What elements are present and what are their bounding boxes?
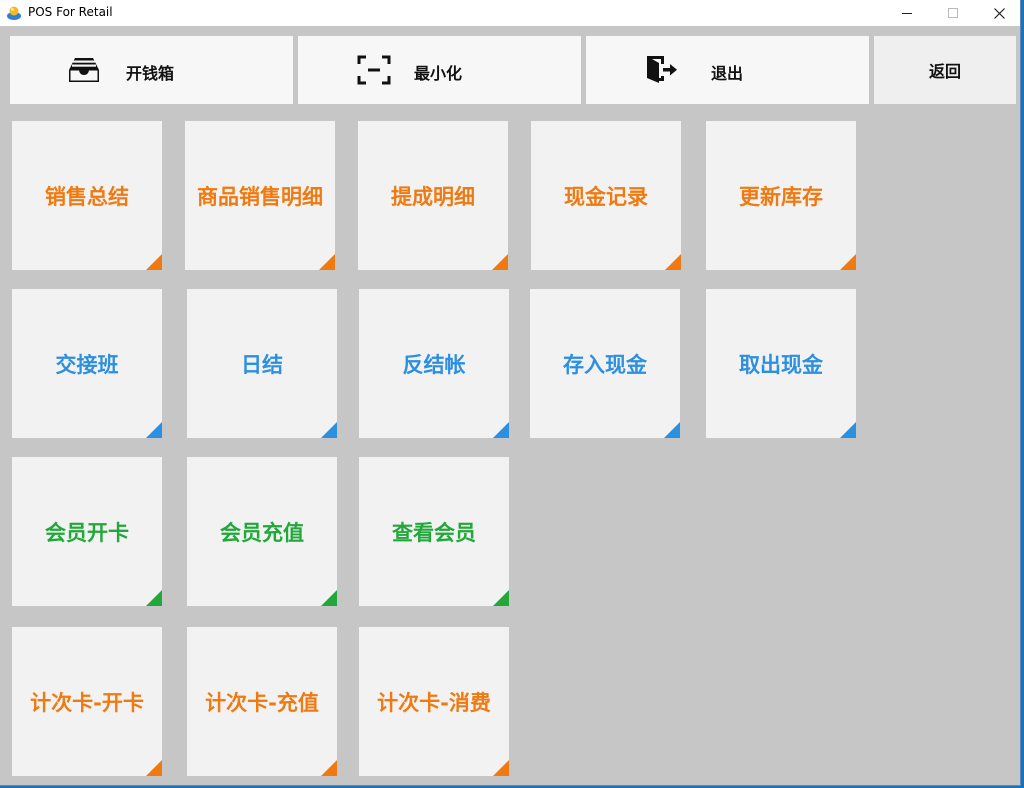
fullscreen-exit-icon: [357, 55, 391, 85]
corner-marker: [321, 760, 337, 776]
corner-marker: [319, 254, 335, 270]
tile-label: 更新库存: [739, 184, 823, 209]
corner-marker: [493, 422, 509, 438]
window-title: POS For Retail: [28, 5, 113, 19]
tile-label: 计次卡-开卡: [30, 690, 144, 715]
exit-door-icon: [647, 56, 677, 83]
corner-marker: [840, 254, 856, 270]
tile-product-sales-detail[interactable]: 商品销售明细: [185, 121, 335, 270]
corner-marker: [664, 422, 680, 438]
tile-label: 会员充值: [220, 520, 304, 545]
corner-marker: [321, 590, 337, 606]
title-bar: POS For Retail: [0, 0, 1020, 26]
corner-marker: [665, 254, 681, 270]
window-minimize-button[interactable]: [884, 0, 930, 26]
tile-withdraw-cash[interactable]: 取出现金: [706, 289, 856, 438]
tile-reverse-checkout[interactable]: 反结帐: [359, 289, 509, 438]
tile-daily-close[interactable]: 日结: [187, 289, 337, 438]
corner-marker: [146, 760, 162, 776]
tile-count-card-open[interactable]: 计次卡-开卡: [12, 627, 162, 776]
tile-label: 交接班: [55, 352, 119, 377]
tile-label: 计次卡-消费: [377, 690, 491, 715]
app-icon: [7, 6, 21, 20]
minimize-app-label: 最小化: [414, 64, 463, 83]
corner-marker: [146, 422, 162, 438]
corner-marker: [146, 254, 162, 270]
exit-button[interactable]: 退出: [586, 36, 869, 104]
tile-sales-summary[interactable]: 销售总结: [12, 121, 162, 270]
tile-label: 商品销售明细: [197, 184, 323, 209]
tile-label: 计次卡-充值: [205, 690, 319, 715]
tile-label: 查看会员: [392, 520, 476, 545]
tile-shift-handover[interactable]: 交接班: [12, 289, 162, 438]
tile-label: 反结帐: [402, 352, 466, 377]
window-close-button[interactable]: [976, 0, 1022, 26]
tile-label: 会员开卡: [45, 520, 129, 545]
tile-label: 取出现金: [739, 352, 823, 377]
open-cash-drawer-label: 开钱箱: [126, 64, 175, 83]
exit-label: 退出: [711, 64, 744, 83]
cash-drawer-icon: [69, 58, 99, 82]
tile-member-recharge[interactable]: 会员充值: [187, 457, 337, 606]
open-cash-drawer-button[interactable]: 开钱箱: [10, 36, 293, 104]
window-maximize-button[interactable]: [930, 0, 976, 26]
maximize-icon: [948, 8, 958, 18]
tile-label: 日结: [241, 352, 283, 377]
tile-label: 销售总结: [45, 184, 129, 209]
corner-marker: [840, 422, 856, 438]
back-label: 返回: [928, 62, 961, 81]
tile-label: 现金记录: [564, 184, 648, 209]
tile-view-members[interactable]: 查看会员: [359, 457, 509, 606]
tile-cash-records[interactable]: 现金记录: [531, 121, 681, 270]
tile-deposit-cash[interactable]: 存入现金: [530, 289, 680, 438]
tile-count-card-recharge[interactable]: 计次卡-充值: [187, 627, 337, 776]
minimize-icon: [902, 13, 912, 14]
tile-member-open-card[interactable]: 会员开卡: [12, 457, 162, 606]
corner-marker: [493, 590, 509, 606]
tile-count-card-consume[interactable]: 计次卡-消费: [359, 627, 509, 776]
tile-label: 提成明细: [391, 184, 475, 209]
corner-marker: [146, 590, 162, 606]
minimize-app-button[interactable]: 最小化: [298, 36, 581, 104]
back-button[interactable]: 返回: [874, 36, 1016, 104]
tile-commission-detail[interactable]: 提成明细: [358, 121, 508, 270]
corner-marker: [493, 760, 509, 776]
corner-marker: [492, 254, 508, 270]
close-icon: [993, 7, 1005, 19]
tile-label: 存入现金: [563, 352, 647, 377]
tile-update-inventory[interactable]: 更新库存: [706, 121, 856, 270]
corner-marker: [321, 422, 337, 438]
